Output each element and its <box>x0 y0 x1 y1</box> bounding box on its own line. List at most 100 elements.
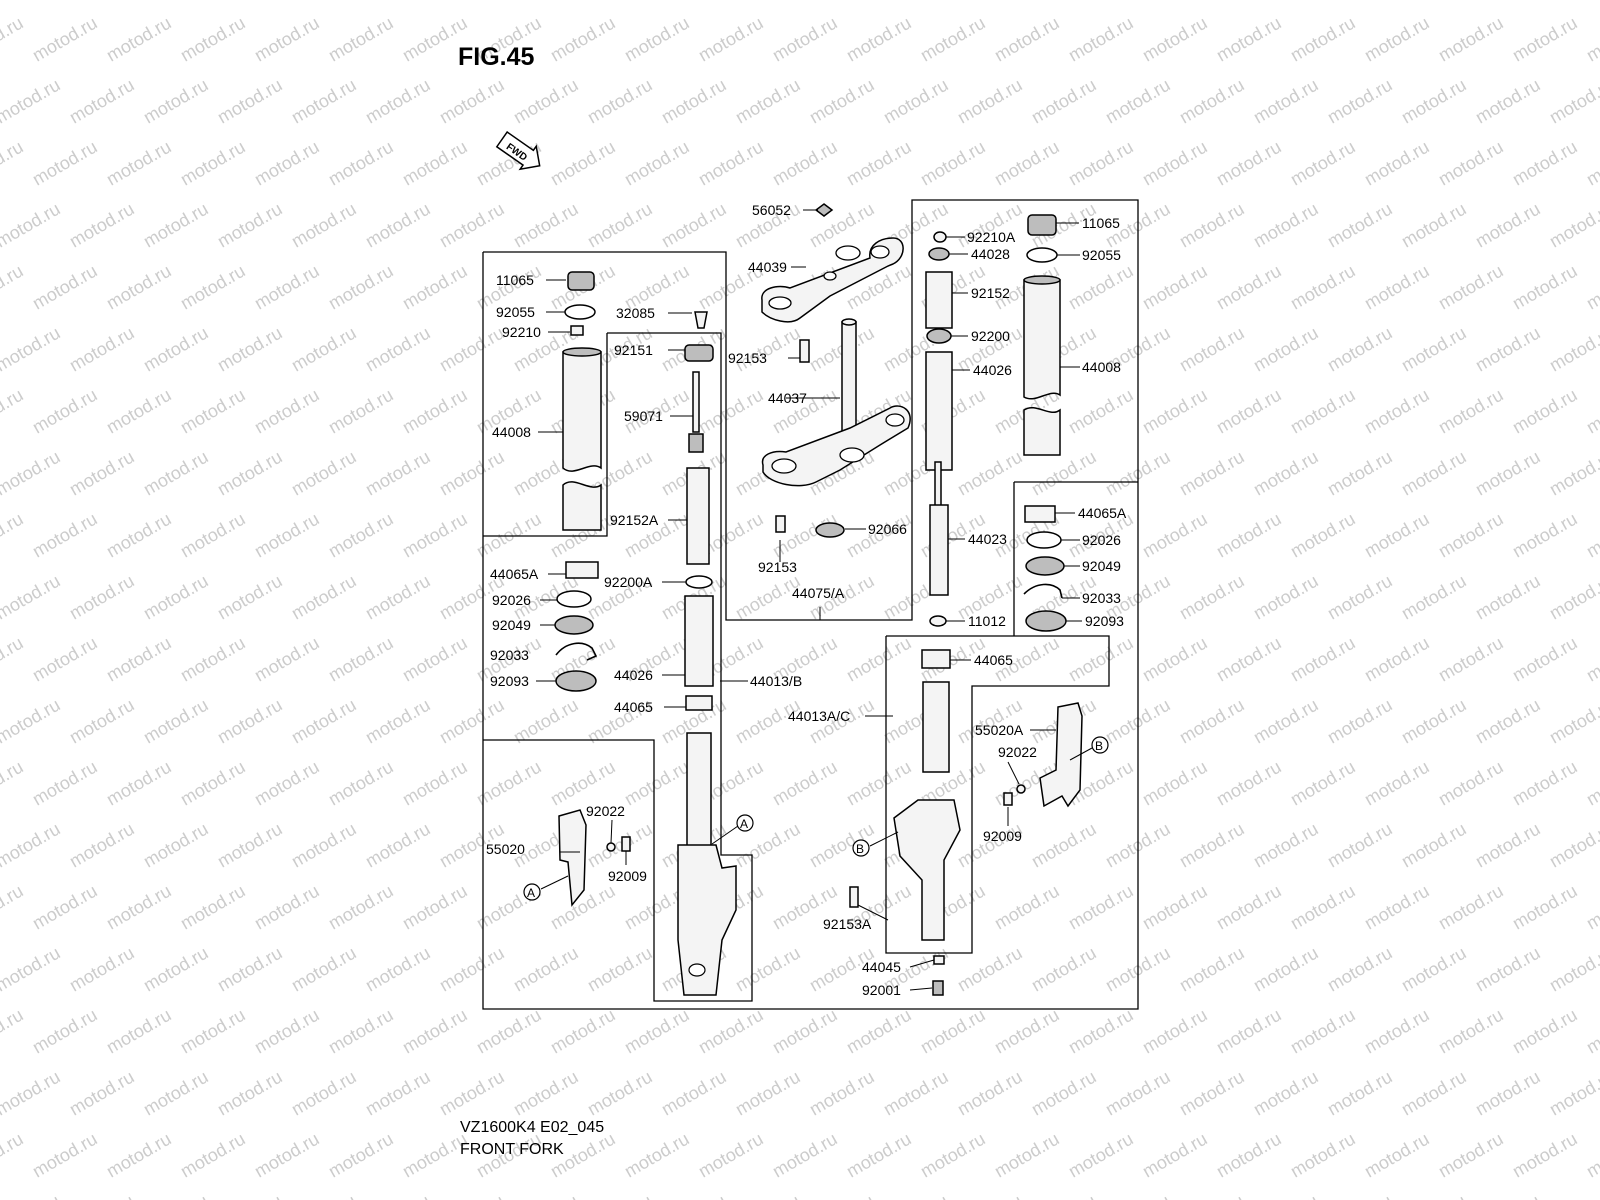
left-tube-group <box>554 271 602 692</box>
watermark-text: motod.ru <box>1435 1129 1507 1182</box>
watermark-text: motod.ru <box>806 199 878 252</box>
label-44075-A: 44075/A <box>792 585 845 601</box>
bolt-92009-right <box>1003 792 1013 806</box>
watermark-text: motod.ru <box>251 633 323 686</box>
watermark-text: motod.ru <box>66 943 138 996</box>
watermark-text: motod.ru <box>0 323 64 376</box>
bolt-92153-top <box>799 339 810 363</box>
watermark-text: motod.ru <box>621 137 693 190</box>
watermark-text: motod.ru <box>1287 1129 1359 1182</box>
watermark-text: motod.ru <box>66 819 138 872</box>
watermark-text: motod.ru <box>177 633 249 686</box>
label-44013-B: 44013/B <box>750 673 802 689</box>
watermark-text: motod.ru <box>1139 757 1211 810</box>
washer-92200 <box>926 328 952 344</box>
left-seal-frame <box>483 333 608 537</box>
watermark-text: motod.ru <box>362 571 434 624</box>
watermark-text: motod.ru <box>1509 633 1581 686</box>
label-56052: 56052 <box>752 202 791 218</box>
watermark-text: motod.ru <box>1583 1005 1600 1058</box>
washer-44045 <box>933 955 945 965</box>
watermark-text: motod.ru <box>1139 137 1211 190</box>
label-92153-top: 92153 <box>728 350 767 366</box>
watermark-text: motod.ru <box>1583 509 1600 562</box>
label-92001: 92001 <box>862 982 901 998</box>
bushing-44065A-right <box>1024 505 1056 523</box>
watermark-text: motod.ru <box>436 1067 508 1120</box>
watermark-text: motod.ru <box>1546 1067 1600 1120</box>
label-92033-left: 92033 <box>490 647 529 663</box>
watermark-text: motod.ru <box>177 757 249 810</box>
watermark-text: motod.ru <box>584 0 656 3</box>
watermark-text: motod.ru <box>1213 13 1285 66</box>
watermark-text: motod.ru <box>843 1129 915 1182</box>
watermark-text: motod.ru <box>436 75 508 128</box>
watermark-text: motod.ru <box>695 1005 767 1058</box>
watermark-text: motod.ru <box>140 695 212 748</box>
watermark-text: motod.ru <box>584 943 656 996</box>
watermark-text: motod.ru <box>1546 819 1600 872</box>
cap-32085 <box>694 311 708 329</box>
watermark-text: motod.ru <box>29 385 101 438</box>
watermark-text: motod.ru <box>1324 1067 1396 1120</box>
watermark-text: motod.ru <box>1583 261 1600 314</box>
watermark-text: motod.ru <box>140 1067 212 1120</box>
label-44039: 44039 <box>748 259 787 275</box>
watermark-text: motod.ru <box>325 509 397 562</box>
watermark-text: motod.ru <box>251 1005 323 1058</box>
watermark-text: motod.ru <box>177 1129 249 1182</box>
watermark-text: motod.ru <box>66 199 138 252</box>
watermark-text: motod.ru <box>584 1191 656 1200</box>
bushing-44065-right <box>921 649 951 669</box>
watermark-text: motod.ru <box>103 261 175 314</box>
watermark-text: motod.ru <box>0 1005 27 1058</box>
watermark-text: motod.ru <box>510 1191 582 1200</box>
watermark-text: motod.ru <box>251 261 323 314</box>
watermark-text: motod.ru <box>1546 695 1600 748</box>
watermark-text: motod.ru <box>1583 13 1600 66</box>
label-44008-left: 44008 <box>492 424 531 440</box>
watermark-text: motod.ru <box>1583 633 1600 686</box>
watermark-text: motod.ru <box>103 385 175 438</box>
model-code: VZ1600K4 E02_045 <box>460 1119 604 1136</box>
watermark-text: motod.ru <box>177 881 249 934</box>
watermark-text: motod.ru <box>1435 633 1507 686</box>
watermark-text: motod.ru <box>399 881 471 934</box>
watermark-text: motod.ru <box>769 137 841 190</box>
watermark-text: motod.ru <box>1324 447 1396 500</box>
bolt-92153A <box>849 886 859 908</box>
watermark-text: motod.ru <box>954 1067 1026 1120</box>
watermark-text: motod.ru <box>214 819 286 872</box>
watermark-text: motod.ru <box>0 571 64 624</box>
watermark-text: motod.ru <box>177 385 249 438</box>
callout-A-guard: A <box>527 886 535 900</box>
watermark-text: motod.ru <box>1213 137 1285 190</box>
watermark-text: motod.ru <box>66 1191 138 1200</box>
watermark-text: motod.ru <box>473 509 545 562</box>
watermark-text: motod.ru <box>214 1191 286 1200</box>
label-44065A-right: 44065A <box>1078 505 1127 521</box>
watermark-text: motod.ru <box>1398 1067 1470 1120</box>
watermark-text: motod.ru <box>1324 571 1396 624</box>
washer-92022-left <box>606 842 616 852</box>
watermark-text: motod.ru <box>1065 13 1137 66</box>
watermark-text: motod.ru <box>29 261 101 314</box>
watermark-text: motod.ru <box>66 695 138 748</box>
watermark-text: motod.ru <box>510 1067 582 1120</box>
watermark-text: motod.ru <box>214 1067 286 1120</box>
watermark-text: motod.ru <box>1472 447 1544 500</box>
watermark-text: motod.ru <box>436 447 508 500</box>
watermark-text: motod.ru <box>1139 1005 1211 1058</box>
watermark-text: motod.ru <box>843 1005 915 1058</box>
watermark-text: motod.ru <box>177 261 249 314</box>
label-92009-left: 92009 <box>608 868 647 884</box>
label-11065-left: 11065 <box>496 272 534 288</box>
watermark-text: motod.ru <box>1028 819 1100 872</box>
dust-seal-92093-left <box>555 670 597 692</box>
watermark-text: motod.ru <box>214 695 286 748</box>
label-92033-right: 92033 <box>1082 590 1121 606</box>
watermark-text: motod.ru <box>769 757 841 810</box>
watermark-text: motod.ru <box>103 137 175 190</box>
watermark-text: motod.ru <box>917 1129 989 1182</box>
seal-92066 <box>815 522 845 538</box>
